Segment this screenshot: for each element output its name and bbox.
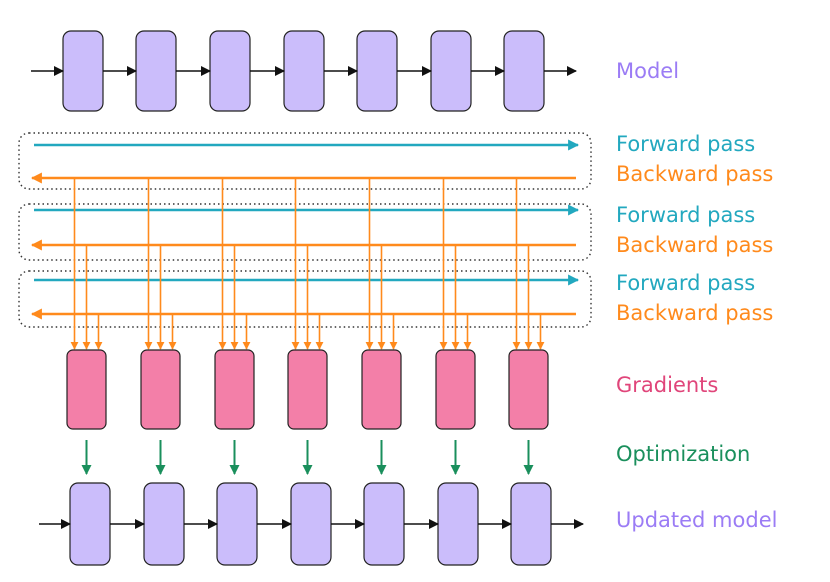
updated-model-layer-block xyxy=(363,482,405,566)
model-layer-block xyxy=(135,30,177,112)
gradient-block xyxy=(214,349,255,430)
model-label: Model xyxy=(616,59,680,83)
backward-pass-label-1: Backward pass xyxy=(616,162,774,186)
model-layer-block xyxy=(356,30,398,112)
optimization-label: Optimization xyxy=(616,442,751,466)
forward-pass-label-2: Forward pass xyxy=(616,203,756,227)
gradient-block xyxy=(435,349,476,430)
model-layer-block xyxy=(283,30,325,112)
model-layer-block xyxy=(503,30,545,112)
pass-group-box xyxy=(18,203,592,261)
gradient-block xyxy=(66,349,107,430)
updated-model-layer-block xyxy=(143,482,185,566)
backward-pass-label-2: Backward pass xyxy=(616,233,774,257)
updated-model-layer-block xyxy=(290,482,332,566)
forward-pass-label-1: Forward pass xyxy=(616,132,756,156)
forward-pass-label-3: Forward pass xyxy=(616,271,756,295)
updated-model-layer-block xyxy=(69,482,111,566)
gradient-block xyxy=(287,349,328,430)
pass-group-box xyxy=(18,132,592,190)
updated-model-layer-block xyxy=(510,482,552,566)
model-layer-block xyxy=(209,30,251,112)
backward-pass-label-3: Backward pass xyxy=(616,301,774,325)
pass-group-box xyxy=(18,270,592,328)
gradient-block xyxy=(361,349,402,430)
updated-model-label: Updated model xyxy=(616,508,778,532)
model-layer-block xyxy=(430,30,472,112)
gradient-block xyxy=(140,349,181,430)
updated-model-layer-block xyxy=(437,482,479,566)
gradient-block xyxy=(508,349,549,430)
updated-model-layer-block xyxy=(216,482,258,566)
model-layer-block xyxy=(62,30,104,112)
gradients-label: Gradients xyxy=(616,373,719,397)
